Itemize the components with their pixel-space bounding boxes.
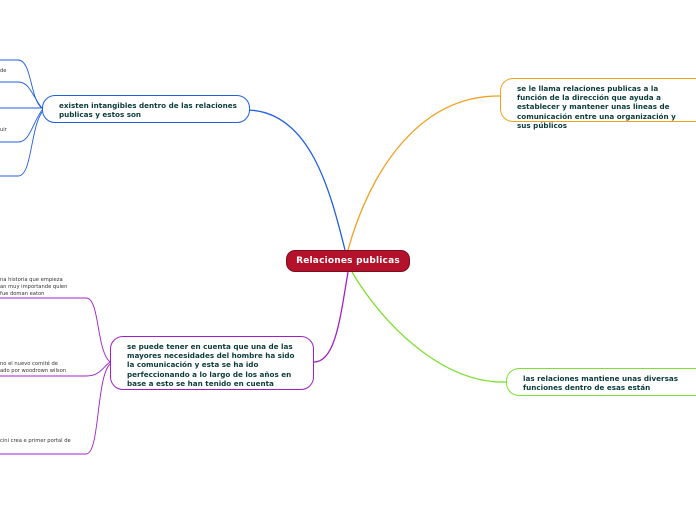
connector-historia-leaf-3	[0, 363, 111, 455]
connector-historia-leaf-1	[0, 297, 111, 363]
topic-funciones[interactable]: las relaciones mantiene unas diversas fu…	[506, 368, 696, 396]
connector-intangibles-leaf-5	[0, 111, 43, 177]
leaf-line: no el nuevo comité de	[0, 361, 58, 367]
central-topic[interactable]: Relaciones publicas	[286, 250, 410, 272]
connector-intangibles-leaf-1	[0, 59, 43, 109]
leaf-historia-3[interactable]: cini crea e primer portal de	[0, 438, 71, 445]
connector-historia-leaf-2	[0, 361, 111, 377]
topic-intangibles[interactable]: existen intangibles dentro de las relaci…	[42, 95, 250, 123]
leaf-intangibles-2[interactable]: uir	[0, 127, 7, 134]
leaf-line: ado por woodrown wilson	[0, 367, 67, 374]
connector-funciones	[351, 271, 507, 383]
leaf-historia-1[interactable]: na historia que empieza an muy importand…	[0, 277, 67, 297]
leaf-line: fue doman eaton	[0, 290, 45, 297]
connector-definicion	[347, 95, 501, 251]
topic-definicion[interactable]: se le llama relaciones publicas a la fun…	[500, 78, 696, 130]
leaf-line: uir	[0, 127, 7, 133]
topic-historia[interactable]: se puede tener en cuenta que una de las …	[110, 336, 314, 390]
connector-intangibles-leaf-4	[0, 109, 43, 143]
leaf-line: de	[0, 68, 7, 74]
topic-definicion-text: se le llama relaciones publicas a la fun…	[517, 84, 676, 130]
topic-historia-text: se puede tener en cuenta que una de las …	[127, 342, 295, 388]
connector-intangibles	[247, 109, 346, 251]
connector-historia	[313, 271, 349, 363]
topic-intangibles-text: existen intangibles dentro de las relaci…	[59, 101, 237, 120]
leaf-line: cini crea e primer portal de	[0, 438, 71, 444]
topic-funciones-text: las relaciones mantiene unas diversas fu…	[523, 374, 678, 393]
leaf-line: an muy importande quien	[0, 283, 68, 290]
connector-intangibles-leaf-2	[0, 81, 43, 109]
leaf-historia-2[interactable]: no el nuevo comité de ado por woodrown w…	[0, 361, 66, 375]
leaf-intangibles-1[interactable]: de	[0, 68, 6, 75]
leaf-line: na historia que empieza	[0, 277, 63, 283]
